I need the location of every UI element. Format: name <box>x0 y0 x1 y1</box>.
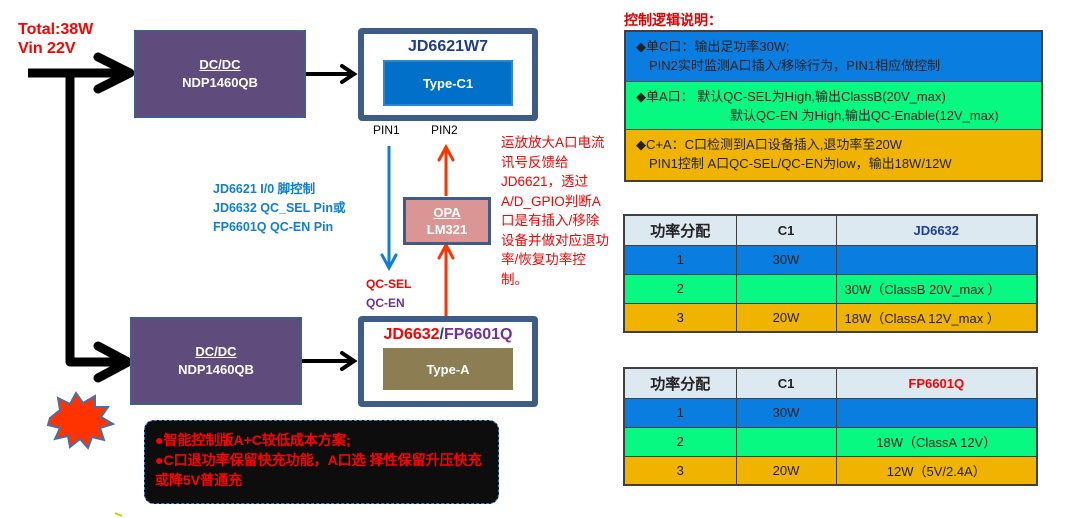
table-cell: 18W（ClassA 12V） <box>835 426 1038 457</box>
decorative-mark <box>114 512 123 517</box>
logic-line: PIN1控制 A口QC-SEL/QC-EN为low，输出18W/12W <box>649 156 952 171</box>
table-cell: 2 <box>623 273 737 304</box>
type-a-port: Type-A <box>383 348 513 390</box>
dcdc1-arrow-head <box>340 64 358 84</box>
logic-block-single-a: ◆单A口： 默认QC-SEL为High,输出ClassB(20V_max) 默认… <box>626 82 1041 130</box>
control-note-line: FP6601Q QC-EN Pin <box>213 220 334 234</box>
logic-line: ◆C+A：C口检测到A口设备插入,退功率至20W <box>636 137 903 152</box>
total-power: Total:38W <box>18 21 94 38</box>
table-cell: 20W <box>735 455 837 486</box>
chip-a-title-slash: / <box>439 326 444 343</box>
table-row: 2 18W（ClassA 12V） <box>623 426 1038 457</box>
chip-jd6621w7: JD6621W7 Type-C1 <box>358 28 538 121</box>
table-cell: 3 <box>623 302 737 333</box>
table-header-row: 功率分配 C1 FP6601Q <box>623 367 1038 399</box>
dcdc2-arrow-head <box>340 351 358 371</box>
control-note-line: JD6621 I/0 脚控制 <box>213 182 316 196</box>
dcdc-title: DC/DC <box>195 344 237 359</box>
dcdc-part: NDP1460QB <box>182 75 258 90</box>
header-cell: FP6601Q <box>835 367 1038 399</box>
table-cell <box>835 397 1038 428</box>
dcdc-title: DC/DC <box>199 57 241 72</box>
summary-note: ●智能控制版A+C较低成本方案; ●C口退功率保留快充功能，A口选 择性保留升压… <box>144 420 499 504</box>
opa-title: OPA <box>433 205 461 220</box>
logic-description: ◆单C口：输出足功率30W; PIN2实时监测A口插入/移除行为，PIN1相应做… <box>624 30 1043 182</box>
chip-jd6632-fp6601q: JD6632/FP6601Q Type-A <box>358 316 538 407</box>
qc-sel-label: QC-SEL <box>366 277 412 291</box>
header-cell: C1 <box>735 367 837 399</box>
header-cell: C1 <box>735 214 837 246</box>
power-table-jd6632: 功率分配 C1 JD6632 1 30W 2 30W（ClassB 20V_ma… <box>623 214 1038 333</box>
table-cell <box>735 426 837 457</box>
table-row: 3 20W 12W（5V/2.4A） <box>623 455 1038 486</box>
table-cell: 3 <box>623 455 737 486</box>
table-row: 3 20W 18W（ClassA 12V_max ） <box>623 302 1038 333</box>
chip-c-title: JD6621W7 <box>407 38 489 55</box>
table-cell <box>735 273 837 304</box>
pin1-arrow-head <box>380 253 398 272</box>
logic-line: PIN2实时监测A口插入/移除行为，PIN1相应做控制 <box>649 58 941 73</box>
header-cell: 功率分配 <box>623 367 737 399</box>
input-power-label: Total:38W Vin 22V <box>18 20 93 58</box>
qc-en-label: QC-EN <box>366 296 405 310</box>
table-cell: 12W（5V/2.4A） <box>835 455 1038 486</box>
table-cell: 20W <box>735 302 837 333</box>
pin1-label: PIN1 <box>373 123 400 137</box>
opa-part: LM321 <box>426 222 468 237</box>
feedback-note: 运放放大A口电流讯号反馈给JD6621，透过 A/D_GPIO判断A口是有插入/… <box>501 135 609 287</box>
table-cell <box>835 244 1038 275</box>
table-cell: 30W（ClassB 20V_max ） <box>835 273 1038 304</box>
logic-line: ◆单C口：输出足功率30W; <box>636 39 790 54</box>
table-header-row: 功率分配 C1 JD6632 <box>623 214 1038 246</box>
table-cell: 18W（ClassA 12V_max ） <box>835 302 1038 333</box>
input-arrow-head-top <box>93 52 135 94</box>
starburst-icon <box>46 391 116 450</box>
input-voltage: Vin 22V <box>18 40 76 57</box>
pin2-arrow-head <box>437 143 455 162</box>
logic-title: 控制逻辑说明： <box>624 12 722 28</box>
dcdc-converter-bottom: DC/DC NDP1460QB <box>130 317 302 405</box>
logic-block-c-plus-a: ◆C+A：C口检测到A口设备插入,退功率至20W PIN1控制 A口QC-SEL… <box>626 130 1041 180</box>
type-c1-port: Type-C1 <box>383 60 513 106</box>
logic-line: ◆单A口： 默认QC-SEL为High,输出ClassB(20V_max) <box>636 89 946 104</box>
header-cell: 功率分配 <box>623 214 737 246</box>
logic-block-single-c: ◆单C口：输出足功率30W; PIN2实时监测A口插入/移除行为，PIN1相应做… <box>626 32 1041 82</box>
dcdc-part: NDP1460QB <box>178 362 254 377</box>
opa-lm321-block: OPA LM321 <box>403 197 491 245</box>
power-table-fp6601q: 功率分配 C1 FP6601Q 1 30W 2 18W（ClassA 12V） … <box>623 367 1038 486</box>
summary-line: ●智能控制版A+C较低成本方案; <box>155 432 351 448</box>
pin2-label: PIN2 <box>431 123 458 137</box>
chip-a-title-jd6632: JD6632 <box>383 326 440 343</box>
control-note-line: JD6632 QC_SEL Pin或 <box>213 201 346 215</box>
summary-line: ●C口退功率保留快充功能，A口选 择性保留升压快充或降5V普通充 <box>155 452 482 488</box>
chip-a-title-fp6601q: FP6601Q <box>444 326 513 343</box>
table-cell: 30W <box>735 244 837 275</box>
table-cell: 1 <box>623 397 737 428</box>
input-bus-line <box>28 68 130 367</box>
logic-line: 默认QC-EN 为High,输出QC-Enable(12V_max) <box>730 108 999 123</box>
table-cell: 2 <box>623 426 737 457</box>
input-arrow-head-bottom <box>93 341 133 383</box>
table-row: 1 30W <box>623 397 1038 428</box>
table-cell: 1 <box>623 244 737 275</box>
table-row: 1 30W <box>623 244 1038 275</box>
chip-a-title: JD6632/FP6601Q <box>364 326 532 344</box>
header-cell: JD6632 <box>835 214 1038 246</box>
dcdc-converter-top: DC/DC NDP1460QB <box>134 30 306 118</box>
table-row: 2 30W（ClassB 20V_max ） <box>623 273 1038 304</box>
control-pin-note: JD6621 I/0 脚控制 JD6632 QC_SEL Pin或 FP6601… <box>213 180 345 237</box>
opa-arrow-head <box>437 241 455 260</box>
table-cell: 30W <box>735 397 837 428</box>
